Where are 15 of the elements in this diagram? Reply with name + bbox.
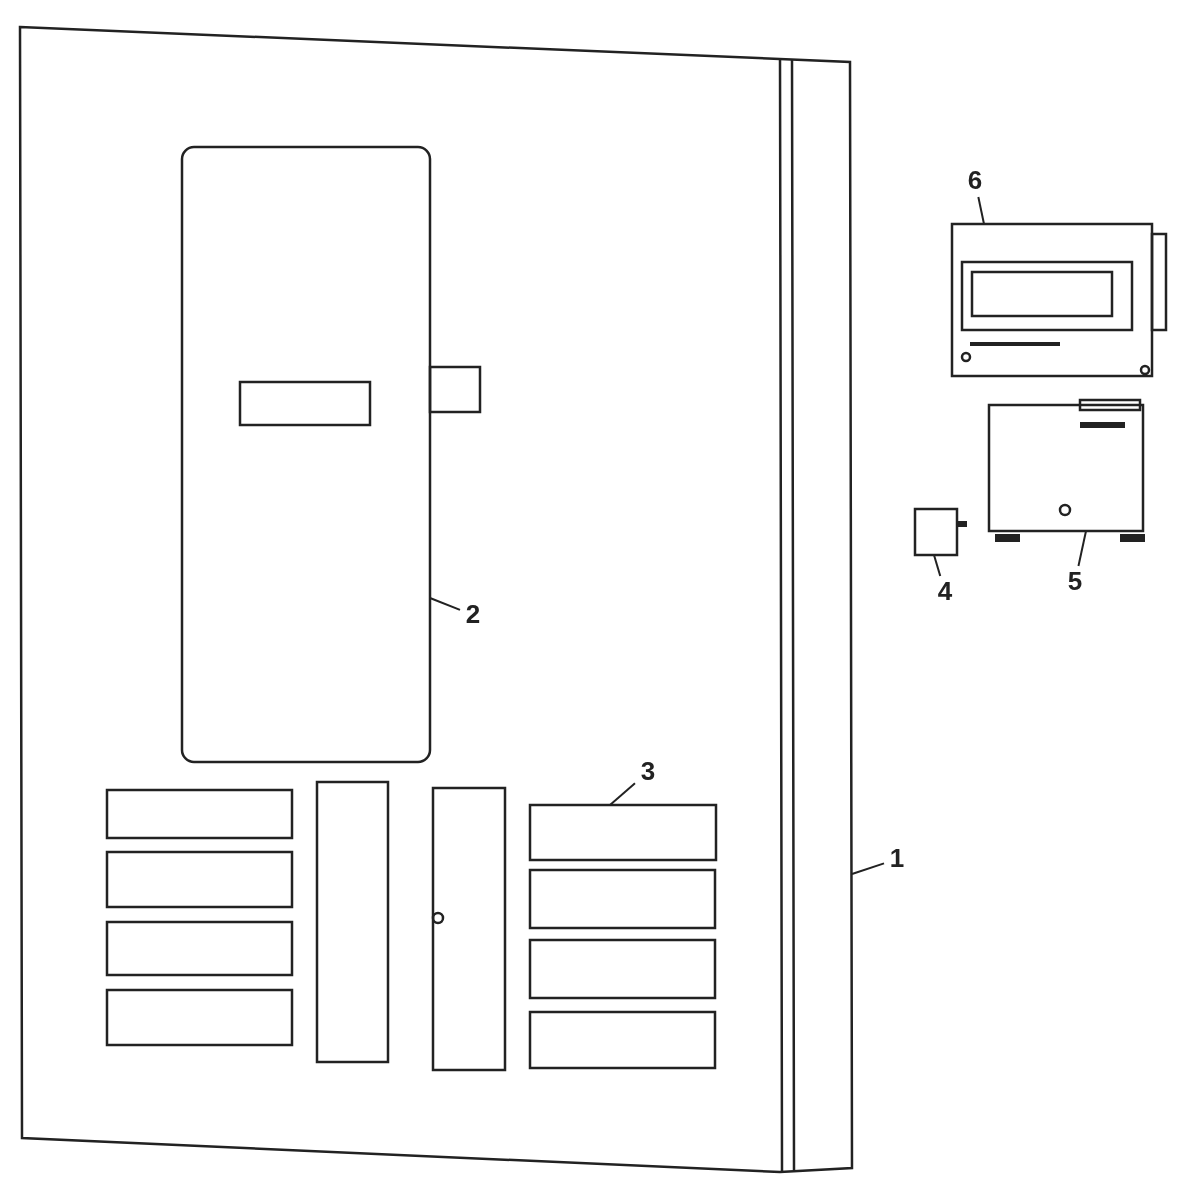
callout-number: 1 bbox=[886, 845, 908, 873]
door-panel bbox=[180, 145, 432, 764]
vent-slot bbox=[528, 803, 718, 862]
leader-line bbox=[933, 554, 942, 577]
leader-line bbox=[609, 782, 636, 806]
control-box-drawing bbox=[985, 398, 1147, 544]
leader-line bbox=[429, 597, 461, 611]
callout-number: 6 bbox=[964, 167, 986, 195]
leader-line bbox=[851, 862, 885, 875]
leader-line bbox=[1077, 530, 1087, 567]
callout-number: 5 bbox=[1064, 568, 1086, 596]
callout-number: 4 bbox=[934, 578, 956, 606]
callout-number: 2 bbox=[462, 601, 484, 629]
callout-number: 3 bbox=[637, 758, 659, 786]
leader-line bbox=[977, 196, 985, 225]
